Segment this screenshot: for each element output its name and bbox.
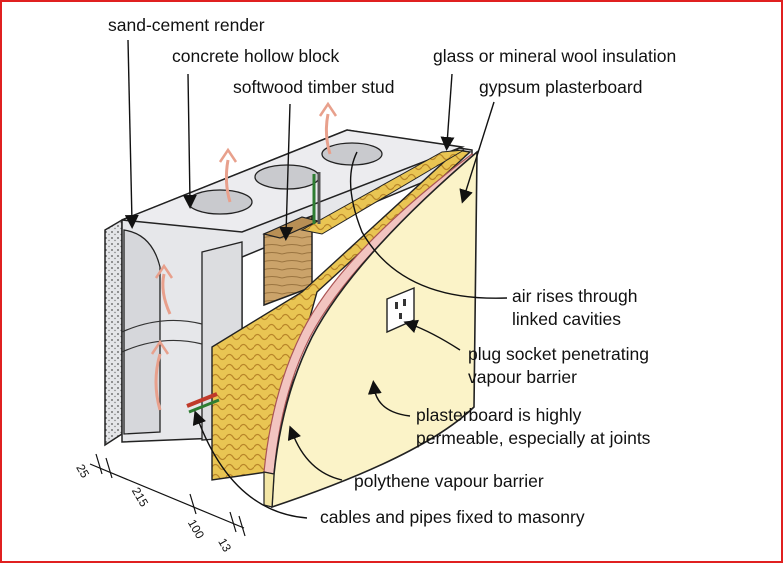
label-softwood-timber-stud: softwood timber stud — [233, 77, 395, 97]
leader-lines — [124, 39, 508, 519]
gypsum-plasterboard — [263, 150, 478, 509]
label-sand-cement-render: sand-cement render — [108, 15, 265, 35]
label-plug-socket-line2: vapour barrier — [468, 367, 577, 387]
label-vapour-barrier: polythene vapour barrier — [354, 471, 544, 491]
label-permeable-line2: permeable, especially at joints — [416, 428, 651, 448]
label-gypsum-plasterboard: gypsum plasterboard — [479, 77, 643, 97]
label-concrete-hollow-block: concrete hollow block — [172, 46, 340, 66]
label-permeable-line1: plasterboard is highly — [416, 405, 582, 425]
label-air-rises-line1: air rises through — [512, 286, 638, 306]
label-plug-socket-line1: plug socket penetrating — [468, 344, 649, 364]
dimension-lines — [89, 453, 246, 537]
label-air-rises-line2: linked cavities — [512, 309, 621, 329]
label-insulation: glass or mineral wool insulation — [433, 46, 677, 66]
air-flow-arrows — [150, 101, 338, 411]
cables — [186, 172, 321, 414]
label-cables-pipes: cables and pipes fixed to masonry — [320, 507, 585, 527]
sand-cement-render — [104, 218, 123, 447]
